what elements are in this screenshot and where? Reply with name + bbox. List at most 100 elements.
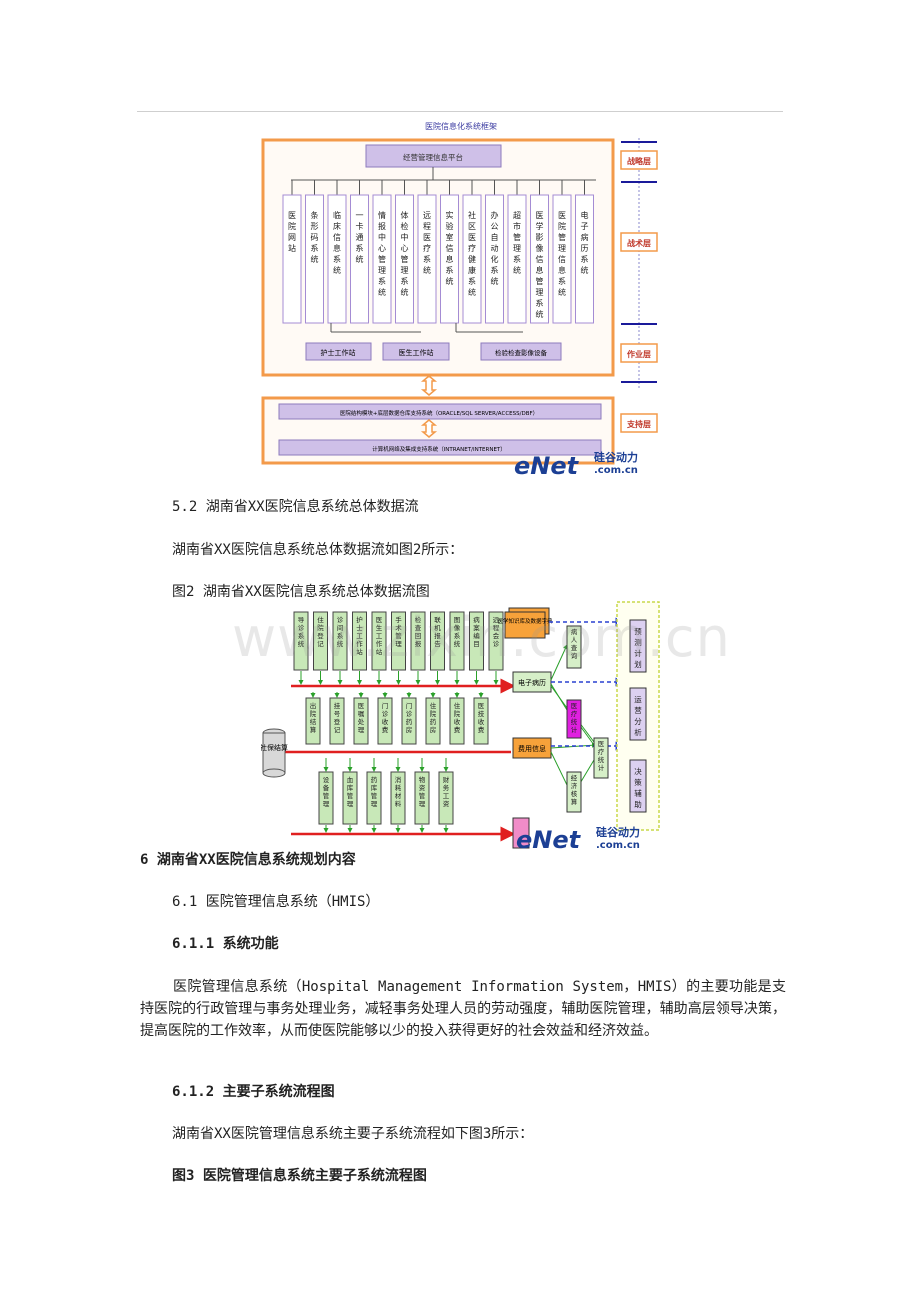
platform-label: 经营管理信息平台 — [403, 152, 463, 162]
workstation-equipment-label: 检验检查影像设备 — [495, 348, 548, 357]
figure1-title: 医院信息化系统框架 — [425, 121, 497, 131]
dataflow-row3: 设备管理 血库管理 药库管理 消耗材料 物资管理 财务工资 — [318, 758, 454, 833]
subsystem-box — [440, 194, 459, 324]
row3-module-label: 物资管理 — [419, 775, 426, 808]
row1-module — [371, 611, 387, 671]
svg-text:.com.cn: .com.cn — [594, 465, 638, 476]
section-6-1-heading: 6.1 医院管理信息系统（HMIS） — [172, 894, 380, 910]
row1-module — [410, 611, 426, 671]
right-box-label: 医疗统计 — [598, 740, 605, 772]
right-box-label: 医疗统计 — [571, 702, 578, 734]
layer-axis: 战略层 战术层 作业层 支持层 — [620, 138, 658, 433]
subsystem-box — [305, 194, 324, 324]
decision-label: 预测计划 — [634, 626, 642, 669]
subsystem-label: 办公自动化系统 — [491, 210, 499, 286]
row2-module — [473, 697, 489, 745]
row3-module-label: 血库管理 — [347, 775, 354, 808]
subsystem-box — [552, 194, 572, 324]
dataflow-row1: 导诊系统住院登记诊间系统护士工作站医生工作站手术管理检查回报联机报告图像系统病案… — [293, 611, 504, 685]
subsystem-box — [395, 194, 414, 324]
layer-strategic-label: 战略层 — [627, 156, 651, 166]
row3-module — [366, 771, 382, 825]
subsystem-label: 条形码系统 — [311, 210, 319, 264]
row1-module — [449, 611, 465, 671]
subsystem-box — [485, 194, 504, 324]
figure2-caption: 图2 湖南省XX医院信息系统总体数据流图 — [172, 584, 430, 600]
subsystem-label: 实验室信息系统 — [446, 210, 454, 286]
row3-module — [342, 771, 358, 825]
layer-strategic-box — [620, 150, 658, 170]
top-divider — [137, 111, 783, 112]
patient-query-box — [566, 625, 582, 669]
row2-module-label: 门诊药房 — [406, 701, 413, 734]
subsystem-label: 电子病历系统 — [581, 210, 589, 275]
social-insurance-cylinder: 社保结算 — [261, 728, 288, 778]
support-row-network — [278, 439, 602, 456]
svg-text:eNet: eNet — [514, 452, 580, 476]
blue-dashed-links — [549, 617, 625, 751]
row1-module-label: 护士工作站 — [356, 615, 363, 656]
row3-module — [390, 771, 406, 825]
section-6-1-2-heading: 6.1.2 主要子系统流程图 — [172, 1084, 335, 1100]
figure2-dataflow-diagram: 导诊系统住院登记诊间系统护士工作站医生工作站手术管理检查回报联机报告图像系统病案… — [261, 601, 660, 850]
row2-module — [305, 697, 321, 745]
row2-module-label: 医技收费 — [478, 702, 485, 734]
figure3-caption: 图3 医院管理信息系统主要子系统流程图 — [172, 1168, 427, 1184]
row1-module — [469, 611, 484, 671]
workstation-doctor-label: 医生工作站 — [399, 348, 434, 357]
row1-module-label: 导诊系统 — [298, 616, 305, 648]
subsystem-label: 远程医疗系统 — [423, 211, 431, 275]
layer-tactical-box — [620, 232, 658, 252]
subsystem-box — [327, 194, 347, 324]
svg-text:硅谷动力: 硅谷动力 — [596, 825, 640, 839]
dataflow-red-buses — [263, 678, 516, 842]
row3-module — [438, 771, 454, 825]
section-6-1-2-intro: 湖南省XX医院管理信息系统主要子系统流程如下图3所示： — [172, 1126, 534, 1142]
svg-text:eNet: eNet — [516, 826, 582, 850]
subsystem-label: 医学影像信息管理系统 — [536, 211, 544, 319]
row2-module — [377, 697, 393, 745]
svg-text:.com.cn: .com.cn — [596, 840, 640, 850]
layer-support-label: 支持层 — [626, 419, 651, 429]
subsystem-box — [507, 194, 527, 324]
row1-module — [391, 611, 406, 671]
row1-module — [352, 611, 367, 671]
forecast-plan-box — [629, 619, 647, 673]
row1-module-label: 手术管理 — [395, 615, 402, 648]
row2-module-label: 挂号登记 — [334, 701, 341, 734]
row3-module-label: 财务工资 — [443, 775, 450, 808]
workstation-equipment-box — [480, 342, 562, 361]
row2-module-label: 门诊收费 — [382, 701, 389, 734]
subsystem-box — [282, 194, 302, 324]
row2-module-label: 住院药房 — [430, 701, 437, 734]
row1-module-label: 诊间系统 — [337, 615, 344, 648]
figure1-framework-diagram: 医院信息化系统框架 经营管理信息平台 医院网站条形码系统临床信息系统一卡通系统情… — [261, 121, 658, 476]
row2-module-label: 医嘱处理 — [358, 702, 365, 734]
svg-text:硅谷动力: 硅谷动力 — [594, 450, 638, 464]
row1-module-label: 住院登记 — [317, 615, 324, 648]
row2-module — [449, 697, 465, 745]
billing-label: 费用信息 — [518, 744, 546, 753]
row3-module-label: 药库管理 — [371, 775, 378, 808]
subsystem-box — [575, 194, 594, 324]
decision-label: 运营分析 — [634, 695, 642, 737]
row3-module-label: 设备管理 — [323, 775, 330, 808]
row1-module-label: 图像系统 — [454, 616, 461, 648]
row1-module — [293, 611, 309, 671]
layer-tactical-label: 战术层 — [627, 238, 651, 248]
row1-module — [313, 611, 328, 671]
decision-support-box — [629, 759, 647, 813]
row2-module — [353, 697, 369, 745]
row2-module — [401, 697, 417, 745]
row3-module — [414, 771, 430, 825]
section-6-1-1-heading: 6.1.1 系统功能 — [172, 936, 279, 952]
double-arrow-upper — [420, 375, 438, 396]
row1-module-label: 医生工作站 — [376, 616, 383, 656]
watermark: www.zixin.com.cn — [232, 606, 731, 669]
subsystem-label: 体检中心管理系统 — [401, 210, 409, 297]
layer-support-box — [620, 413, 658, 433]
row1-module-label: 联机报告 — [434, 615, 441, 648]
section-5-2-intro: 湖南省XX医院信息系统总体数据流如图2所示： — [172, 542, 464, 558]
row3-module-label: 消耗材料 — [395, 775, 402, 808]
workstation-doctor-box — [382, 342, 450, 361]
